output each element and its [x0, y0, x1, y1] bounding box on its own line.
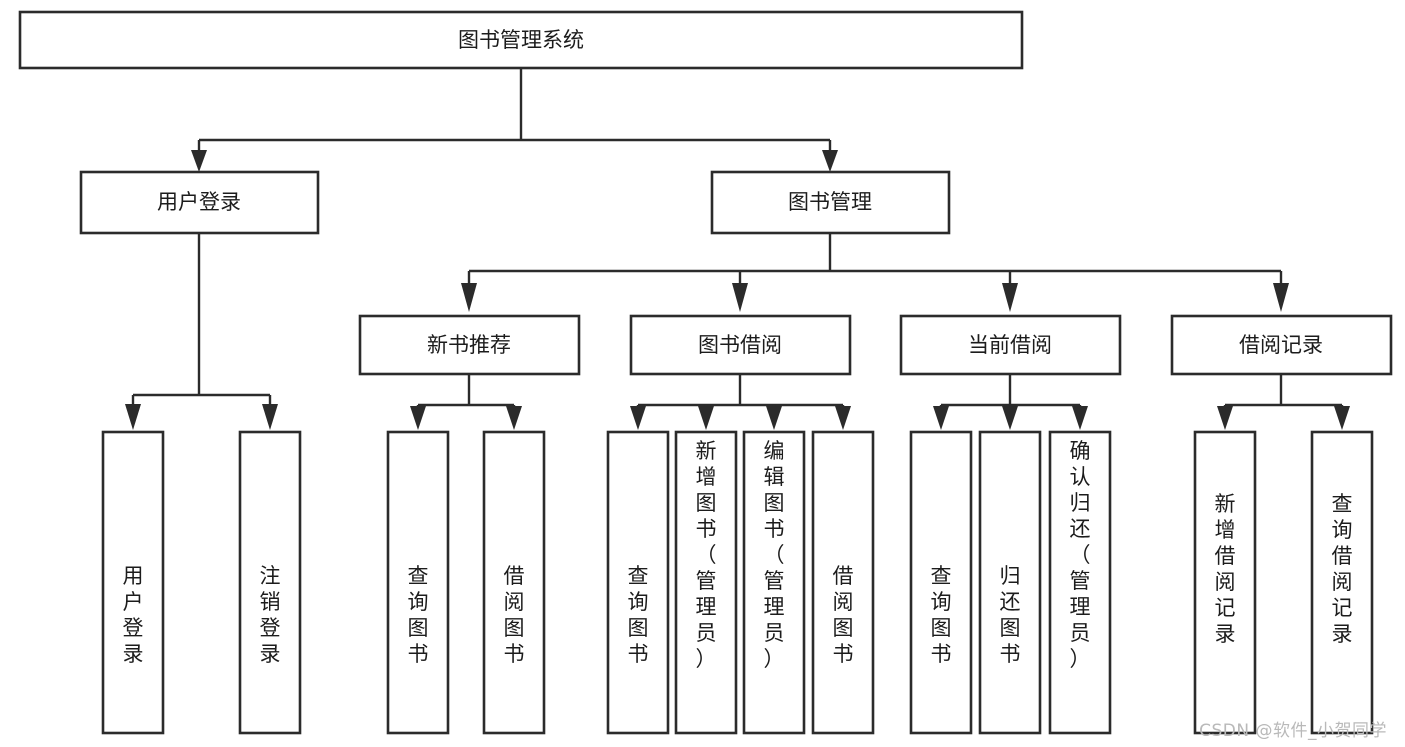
- arrow-to-leaf-rec-query: [410, 406, 426, 430]
- arrow-to-user-login: [191, 150, 207, 172]
- arrow-to-leaf-rec-borrow: [506, 406, 522, 430]
- node-leaf-rec-borrow[interactable]: 借阅图书: [482, 430, 546, 735]
- node-leaf-cur-return[interactable]: 归还图书: [978, 430, 1042, 735]
- node-leaf-rec-borrow-box[interactable]: [482, 430, 546, 735]
- node-leaf-user-login[interactable]: 用户登录: [101, 430, 165, 735]
- node-leaf-cur-confirm-box[interactable]: [1048, 430, 1112, 735]
- node-borrow-record[interactable]: 借阅记录: [1170, 314, 1393, 376]
- node-new-book-rec-label: 新书推荐: [427, 333, 511, 357]
- node-leaf-borrow-add[interactable]: 新增图书（管理员）: [674, 430, 738, 735]
- node-leaf-cur-query-label: 查询图书: [931, 564, 952, 666]
- node-leaf-borrow-edit-label: 编辑图书（管理员）: [764, 439, 785, 671]
- node-book-manage-label: 图书管理: [788, 190, 872, 214]
- node-leaf-cur-query-box[interactable]: [909, 430, 973, 735]
- node-leaf-borrow-edit-box[interactable]: [742, 430, 806, 735]
- arrow-to-leaf-user-logout: [262, 404, 278, 430]
- node-root-label: 图书管理系统: [458, 28, 584, 52]
- arrow-to-leaf-cur-confirm: [1072, 406, 1088, 430]
- node-leaf-borrow-lend-label: 借阅图书: [833, 564, 854, 666]
- node-leaf-user-logout[interactable]: 注销登录: [238, 430, 302, 735]
- arrow-to-leaf-user-login: [125, 404, 141, 430]
- connectors-group: [125, 68, 1350, 430]
- node-leaf-borrow-edit[interactable]: 编辑图书（管理员）: [742, 430, 806, 735]
- node-book-manage-box[interactable]: [710, 170, 951, 235]
- node-leaf-borrow-lend[interactable]: 借阅图书: [811, 430, 875, 735]
- node-leaf-cur-confirm[interactable]: 确认归还（管理员）: [1048, 430, 1112, 735]
- arrow-to-current-borrow: [1002, 283, 1018, 312]
- arrow-to-leaf-rec-query2: [1334, 406, 1350, 430]
- node-leaf-cur-query[interactable]: 查询图书: [909, 430, 973, 735]
- node-leaf-user-login-box[interactable]: [101, 430, 165, 735]
- arrow-to-book-borrow: [732, 283, 748, 312]
- node-current-borrow[interactable]: 当前借阅: [899, 314, 1122, 376]
- node-leaf-rec-query[interactable]: 查询图书: [386, 430, 450, 735]
- node-current-borrow-box[interactable]: [899, 314, 1122, 376]
- node-leaf-user-logout-label: 注销登录: [260, 564, 281, 666]
- node-borrow-record-label: 借阅记录: [1239, 333, 1323, 357]
- node-leaf-rec-query-box[interactable]: [386, 430, 450, 735]
- arrow-to-leaf-borrow-lend: [835, 406, 851, 430]
- node-user-login-label: 用户登录: [157, 190, 241, 214]
- arrow-to-borrow-record: [1273, 283, 1289, 312]
- node-leaf-cur-return-box[interactable]: [978, 430, 1042, 735]
- node-current-borrow-label: 当前借阅: [968, 333, 1052, 357]
- arrow-to-leaf-borrow-query: [630, 406, 646, 430]
- node-book-borrow[interactable]: 图书借阅: [629, 314, 852, 376]
- node-book-borrow-box[interactable]: [629, 314, 852, 376]
- node-root[interactable]: 图书管理系统: [18, 10, 1024, 70]
- node-leaf-rec-add[interactable]: 新增借阅记录: [1193, 430, 1257, 735]
- arrow-to-leaf-borrow-add: [698, 406, 714, 430]
- arrow-to-leaf-rec-add: [1217, 406, 1233, 430]
- node-leaf-rec-borrow-label: 借阅图书: [504, 564, 525, 666]
- arrow-to-new-book-rec: [461, 283, 477, 312]
- node-user-login[interactable]: 用户登录: [79, 170, 320, 235]
- arrow-to-book-manage: [822, 150, 838, 172]
- node-leaf-rec-query2-box[interactable]: [1310, 430, 1374, 735]
- node-leaf-rec-query-label: 查询图书: [408, 564, 429, 666]
- node-leaf-cur-confirm-label: 确认归还（管理员）: [1070, 439, 1091, 671]
- node-leaf-user-login-label: 用户登录: [123, 564, 144, 666]
- node-leaf-borrow-lend-box[interactable]: [811, 430, 875, 735]
- node-leaf-rec-add-label: 新增借阅记录: [1215, 492, 1236, 646]
- node-leaf-borrow-add-label: 新增图书（管理员）: [696, 439, 717, 671]
- node-new-book-rec-box[interactable]: [358, 314, 581, 376]
- node-leaf-borrow-add-box[interactable]: [674, 430, 738, 735]
- node-user-login-box[interactable]: [79, 170, 320, 235]
- node-leaf-rec-add-box[interactable]: [1193, 430, 1257, 735]
- arrow-to-leaf-cur-return: [1002, 406, 1018, 430]
- node-leaf-borrow-query-box[interactable]: [606, 430, 670, 735]
- arrow-to-leaf-borrow-edit: [766, 406, 782, 430]
- node-leaf-rec-query2[interactable]: 查询借阅记录: [1310, 430, 1374, 735]
- node-book-borrow-label: 图书借阅: [698, 333, 782, 357]
- node-book-manage[interactable]: 图书管理: [710, 170, 951, 235]
- node-leaf-rec-query2-label: 查询借阅记录: [1332, 492, 1353, 646]
- node-leaf-borrow-query-label: 查询图书: [628, 564, 649, 666]
- node-new-book-rec[interactable]: 新书推荐: [358, 314, 581, 376]
- arrow-to-leaf-cur-query: [933, 406, 949, 430]
- node-leaf-borrow-query[interactable]: 查询图书: [606, 430, 670, 735]
- node-root-box[interactable]: [18, 10, 1024, 70]
- node-leaf-user-logout-box[interactable]: [238, 430, 302, 735]
- node-leaf-cur-return-label: 归还图书: [1000, 564, 1021, 666]
- node-borrow-record-box[interactable]: [1170, 314, 1393, 376]
